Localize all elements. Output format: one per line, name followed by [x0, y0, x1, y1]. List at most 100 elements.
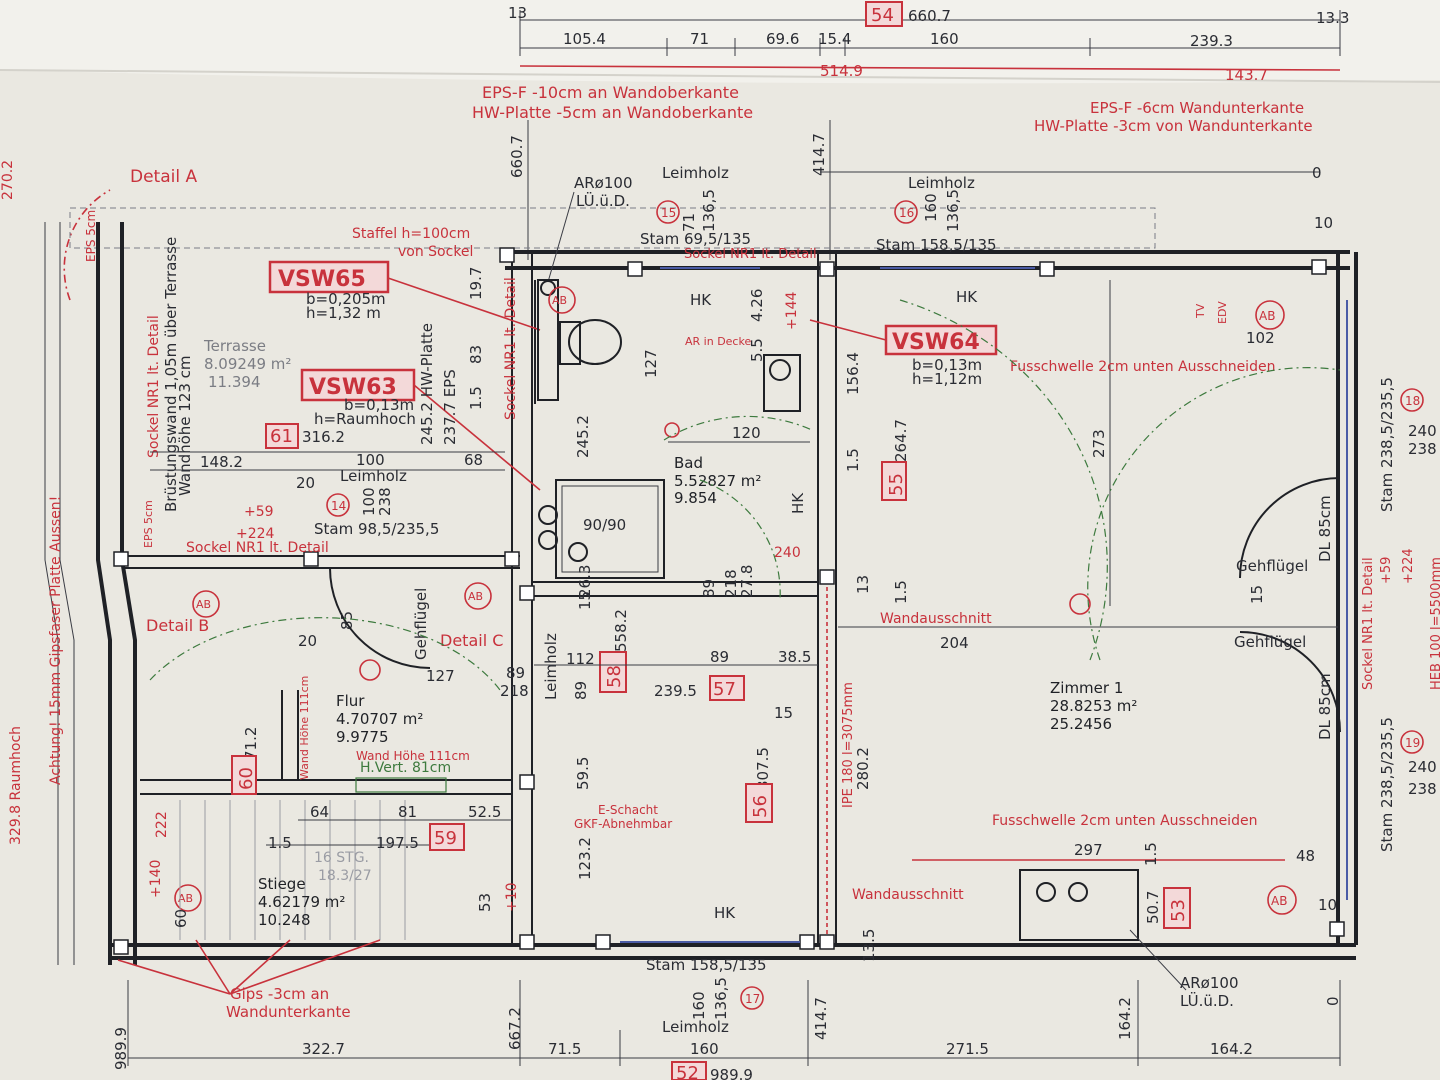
note-gips-1: Gips -3cm an [230, 985, 329, 1003]
tag-56: 56 [750, 795, 771, 818]
dim-123-2: 123.2 [576, 837, 594, 880]
dim-148-2: 148.2 [200, 453, 243, 471]
roof-outline [69, 207, 1156, 249]
dim-989-9-bot: 989.9 [710, 1066, 753, 1080]
dim-316-2: 316.2 [302, 428, 345, 446]
room-stiege-perimeter: 10.248 [258, 911, 311, 929]
beam-leimholz-2: Leimholz [908, 174, 975, 192]
tag-vsw63: VSW63 b=0,13m h=Raumhoch [300, 368, 541, 491]
dim-100-v: 100 [360, 487, 378, 516]
dim-273: 273 [1090, 429, 1108, 458]
note-sockel-vertical: Sockel NR1 lt. Detail [503, 277, 519, 420]
dim-plus144: +144 [784, 291, 800, 330]
dim-15-4: 15.4 [818, 30, 851, 48]
note-ar-bottom-2: LÜ.ü.D. [1180, 991, 1234, 1010]
note-bruestung-1: Brüstungswand 1,05m über Terrasse [162, 237, 180, 512]
label-ab-flur-2: AB [468, 590, 483, 603]
note-eschacht-1: E-Schacht [598, 803, 658, 817]
dim-160-window: 160 [922, 193, 940, 222]
note-wandhoehe: Wand Höhe 111cm [356, 749, 470, 763]
dim-245-2: 245.2 [574, 415, 592, 458]
dim-81: 81 [398, 803, 417, 821]
tag-61: 61 [270, 426, 293, 447]
dim-10-bot: 10 [1318, 896, 1337, 914]
bottom-dimension-chain: 989.9 667.2 414.7 164.2 0 322.7 71.5 160… [112, 980, 1342, 1080]
dim-60: 60 [172, 909, 190, 928]
tag-60: 60 [236, 767, 257, 790]
dim-13-5: 13.5 [860, 929, 878, 962]
beam-leimholz-3: Leimholz [340, 467, 407, 485]
zimmer-arc-right [1087, 367, 1341, 661]
label-hk-1: HK [690, 291, 712, 309]
label-edv: EDV [1216, 301, 1229, 324]
label-detail-c: Detail C [440, 631, 503, 650]
room-bad-perimeter: 9.854 [674, 489, 717, 507]
tag-54: 54 [871, 5, 894, 26]
svg-text:18: 18 [1405, 394, 1420, 408]
dim-83: 83 [467, 345, 485, 364]
dim-1-5-g: 1.5 [268, 834, 292, 852]
room-terrasse-area: 8.09249 m² [204, 355, 291, 373]
svg-text:h=1,12m: h=1,12m [912, 370, 982, 388]
dim-1-5-b: 1.5 [844, 448, 862, 472]
note-raumhoch: 329.8 Raumhoch [8, 726, 24, 845]
note-sockel-left: Sockel NR1 lt. Detail [146, 315, 162, 458]
dim-48: 48 [1296, 847, 1315, 865]
note-sockel-right: Sockel NR1 lt. Detail [1361, 557, 1376, 690]
svg-text:VSW64: VSW64 [892, 330, 980, 355]
dim-27-8: 27.8 [738, 565, 756, 598]
dim-127-b: 127 [426, 667, 455, 685]
note-staffel-2: von Sockel [398, 244, 473, 260]
note-eps-v: 237.7 EPS [441, 369, 459, 445]
note-eps-top1: EPS-F -10cm an Wandoberkante [482, 83, 739, 102]
dim-322-7: 322.7 [302, 1040, 345, 1058]
gips-leader-lines [117, 939, 381, 995]
tag-54-box [865, 1, 903, 27]
flur-arc [149, 617, 501, 691]
svg-text:h=1,32 m: h=1,32 m [306, 304, 381, 322]
svg-text:h=Raumhoch: h=Raumhoch [314, 410, 416, 428]
bath-swing-arc [663, 415, 813, 441]
detail-a-circle [63, 189, 111, 301]
tag-55: 55 [886, 473, 907, 496]
svg-text:b=0,13m: b=0,13m [344, 396, 414, 414]
svg-text:14: 14 [331, 499, 346, 513]
dim-10-top: 10 [1314, 214, 1333, 232]
label-ab-stiege: AB [178, 892, 193, 905]
dim-102: 102 [1246, 329, 1275, 347]
dim-68: 68 [464, 451, 483, 469]
dim-26-3: 26.3 [576, 565, 594, 598]
dim-160-bot: 160 [690, 991, 708, 1020]
note-sockel-top: Sockel NR1 lt. Detail [684, 247, 817, 262]
tag-52: 52 [676, 1063, 699, 1080]
dim-667-2-v: 667.2 [506, 1007, 524, 1050]
room-stiege-area: 4.62179 m² [258, 893, 345, 911]
dim-13-top: 13 [508, 4, 527, 22]
note-heb: HEB 100 l=5500mm [1429, 557, 1440, 690]
beam-stam-2: Stam 158,5/135 [876, 236, 997, 254]
dim-20-a: 20 [296, 474, 315, 492]
label-gehfluegel-1: Gehflügel [1236, 557, 1308, 575]
note-achtung: Achtung! 15mm Gipsfaser Platte Aussen! [48, 496, 64, 785]
dim-136-5-b: 136,5 [944, 189, 962, 232]
note-fusschwelle-1: Fusschwelle 2cm unten Ausschneiden [1010, 359, 1275, 375]
note-sockel-mid: Sockel NR1 lt. Detail [186, 540, 329, 556]
beam-stam-4: Stam 158,5/135 [646, 956, 767, 974]
tag-vsw64: VSW64 b=0,13m h=1,12m [809, 319, 998, 388]
note-eschacht-2: GKF-Abnehmbar [574, 817, 672, 831]
label-ab-bad: AB [552, 294, 567, 307]
top-dimension-chain: 13 54 660.7 13.3 105.4 71 69.6 15.4 160 … [508, 1, 1349, 84]
paper-fold [0, 0, 1440, 84]
dim-50-7: 50.7 [1144, 891, 1162, 924]
dim-558-2: 558.2 [612, 609, 630, 652]
dim-238-v: 238 [376, 487, 394, 516]
dim-280-2: 280.2 [854, 747, 872, 790]
dim-127-a: 127 [642, 349, 660, 378]
note-hvert: H.Vert. 81cm [360, 760, 451, 776]
svg-text:VSW63: VSW63 [309, 375, 397, 400]
room-flur-name: Flur [336, 692, 365, 710]
door-arc-zimmer-1 [1239, 477, 1341, 579]
room-flur-area: 4.70707 m² [336, 710, 423, 728]
dim-297: 297 [1074, 841, 1103, 859]
